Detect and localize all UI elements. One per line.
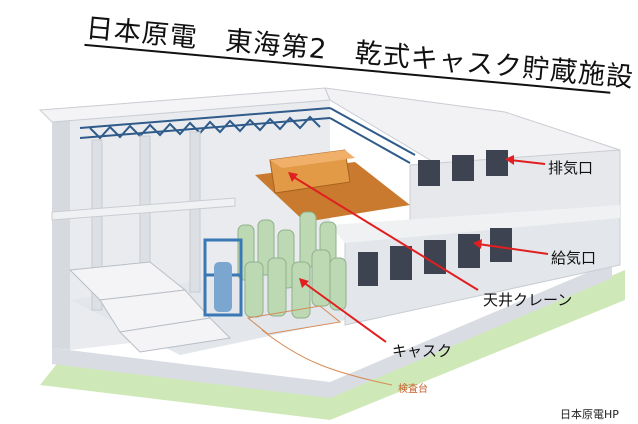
cask-label: キャスク <box>392 342 453 360</box>
crane-label: 天井クレーン <box>483 291 573 309</box>
credit-text: 日本原電HP <box>560 408 619 421</box>
exhaust-vents <box>418 150 508 186</box>
mid-floor <box>51 197 236 221</box>
intake-label: 給気口 <box>551 249 597 267</box>
left-rooms <box>68 261 232 353</box>
transport-cask <box>214 262 232 312</box>
inspection-label: 検査台 <box>398 384 428 395</box>
inspection-leader <box>261 329 393 386</box>
exhaust-label: 排気口 <box>548 159 594 177</box>
ground-lawn <box>40 270 625 420</box>
leader-arrowheads <box>288 155 514 288</box>
intake-vents <box>358 228 512 286</box>
inspection-stand <box>246 305 342 335</box>
casks <box>237 211 347 319</box>
left-outer-wall <box>52 118 70 350</box>
leader-lines <box>291 159 549 343</box>
floor-slab <box>330 205 620 243</box>
roof-truss <box>79 107 416 164</box>
